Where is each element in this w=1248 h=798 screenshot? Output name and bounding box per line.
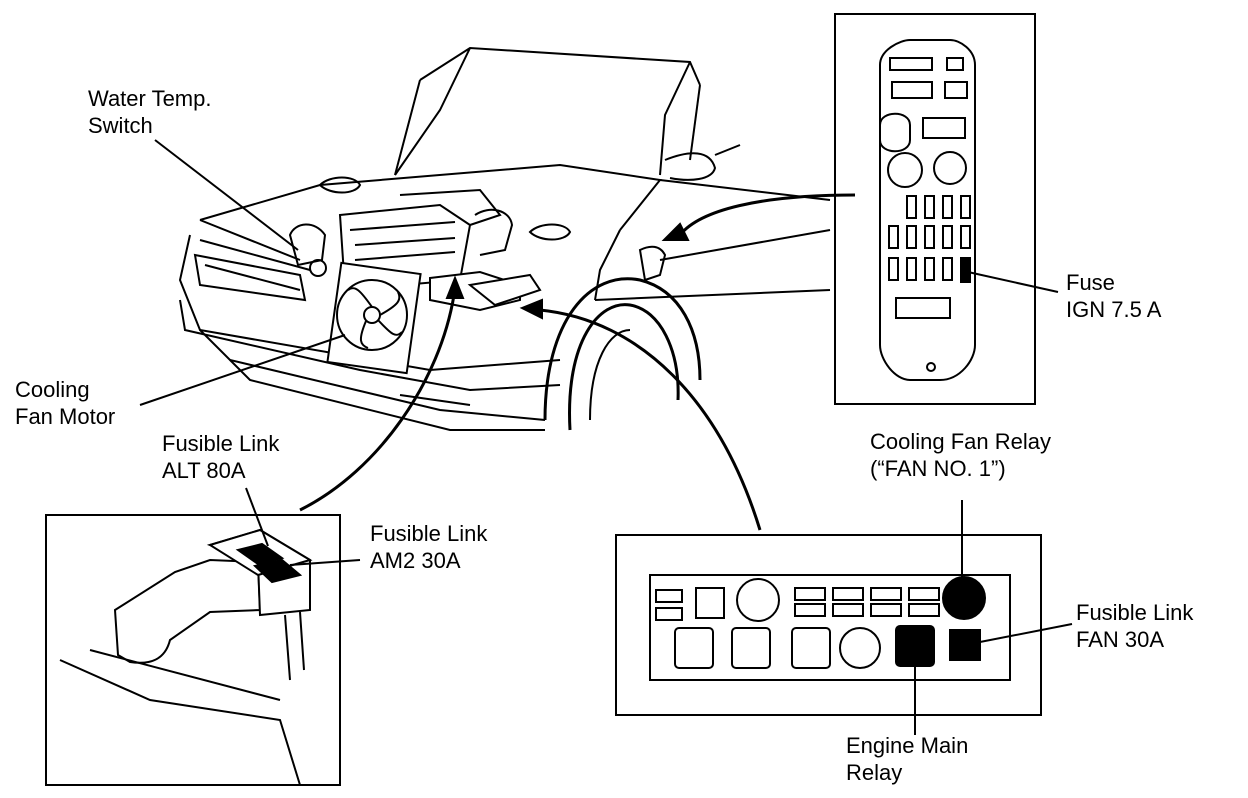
label-fusible-link-fan: Fusible Link FAN 30A (1076, 600, 1194, 652)
label-fuse-ign: Fuse IGN 7.5 A (1066, 270, 1162, 322)
relay-box-panel (615, 534, 1042, 716)
label-cooling-fan-relay: Cooling Fan Relay (“FAN NO. 1”) (870, 429, 1051, 481)
cooling-fan-relay (942, 576, 986, 620)
svg-text:(“FAN NO. 1”): (“FAN NO. 1”) (870, 456, 1006, 481)
svg-text:Fusible Link: Fusible Link (370, 521, 488, 546)
label-water-temp-switch: Water Temp. Switch (88, 86, 211, 138)
fusible-link-block (45, 514, 341, 786)
label-fusible-link-alt: Fusible Link ALT 80A (162, 431, 280, 483)
svg-text:Engine Main: Engine Main (846, 733, 968, 758)
fuse-panel (834, 13, 1036, 405)
svg-text:Fan Motor: Fan Motor (15, 404, 115, 429)
svg-text:ALT 80A: ALT 80A (162, 458, 246, 483)
label-cooling-fan-motor: Cooling Fan Motor (15, 377, 115, 429)
svg-text:Fusible Link: Fusible Link (1076, 600, 1194, 625)
svg-text:Fuse: Fuse (1066, 270, 1115, 295)
svg-text:Relay: Relay (846, 760, 902, 785)
leader-lines (139, 139, 1073, 735)
label-fusible-link-am2: Fusible Link AM2 30A (370, 521, 488, 573)
engine-main-relay (895, 625, 935, 667)
fan-fusible-link (949, 629, 981, 661)
svg-text:Fusible Link: Fusible Link (162, 431, 280, 456)
svg-text:FAN 30A: FAN 30A (1076, 627, 1164, 652)
svg-text:Water Temp.: Water Temp. (88, 86, 211, 111)
car-illustration (178, 46, 831, 431)
ign-fuse (960, 257, 971, 283)
svg-text:Cooling Fan Relay: Cooling Fan Relay (870, 429, 1051, 454)
svg-text:AM2 30A: AM2 30A (370, 548, 461, 573)
svg-text:Switch: Switch (88, 113, 153, 138)
svg-text:IGN 7.5 A: IGN 7.5 A (1066, 297, 1162, 322)
label-engine-main-relay: Engine Main Relay (846, 733, 968, 785)
svg-text:Cooling: Cooling (15, 377, 90, 402)
